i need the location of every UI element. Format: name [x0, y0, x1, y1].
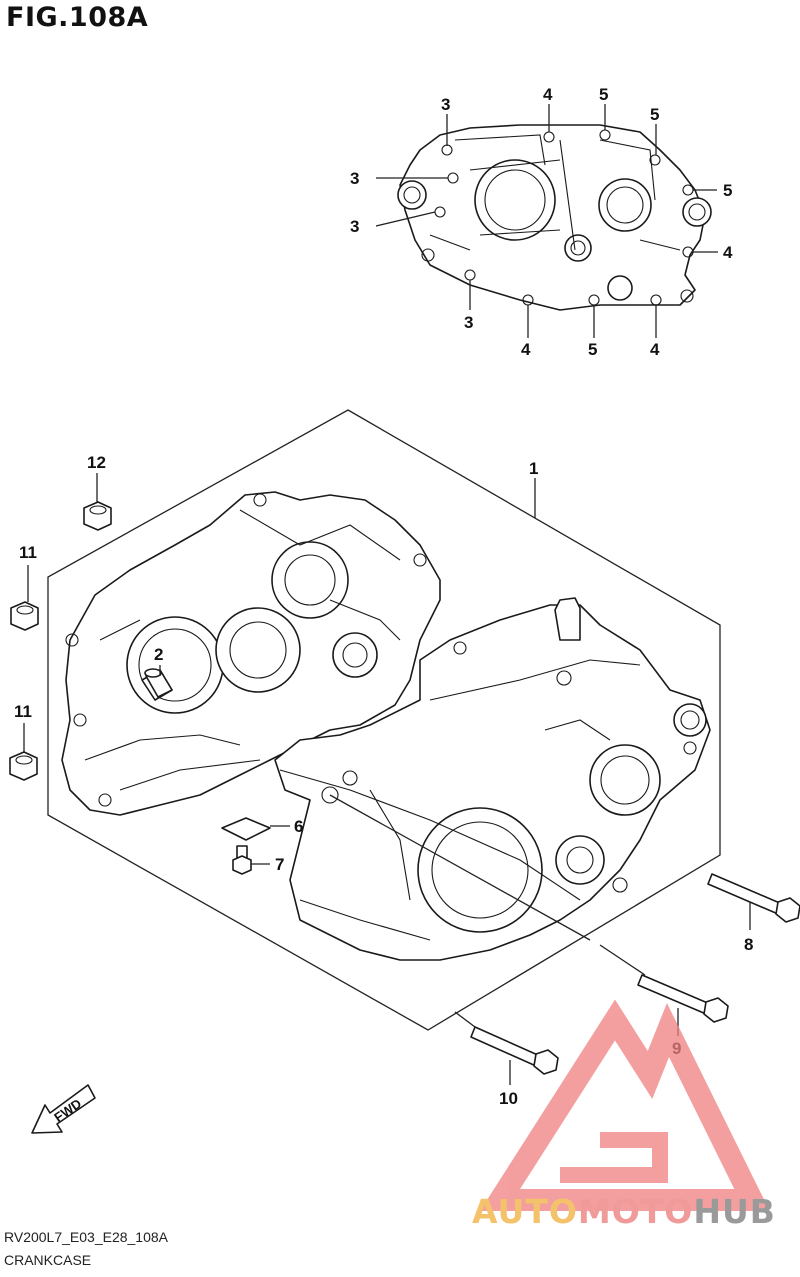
callout-5: 5 [723, 181, 732, 200]
callout-11: 11 [19, 543, 37, 562]
callout-10: 10 [499, 1089, 518, 1108]
right-crankcase-half [274, 597, 711, 961]
bolt-7 [232, 845, 252, 875]
nut-12 [83, 501, 112, 531]
figure-title: FIG.108A [6, 2, 149, 33]
left-crankcase-half [61, 491, 441, 816]
watermark-moto: MOTO [577, 1192, 694, 1231]
bolt-9 [637, 974, 729, 1023]
callout-7: 7 [275, 855, 284, 874]
callout-1: 1 [529, 459, 538, 478]
callout-5: 5 [650, 105, 659, 124]
plate-6 [221, 817, 271, 841]
main-leader-lines [23, 473, 751, 1085]
nut-11-lower [9, 751, 38, 781]
nut-11-upper [10, 601, 39, 631]
callout-6: 6 [294, 817, 303, 836]
automotohub-logo-icon [479, 999, 770, 1211]
detail-leader-lines [375, 104, 718, 338]
callout-2: 2 [154, 645, 163, 664]
dowel-pin-2 [144, 668, 173, 698]
callout-3: 3 [350, 169, 359, 188]
callout-3: 3 [464, 313, 473, 332]
detail-callouts: 3 4 5 5 3 5 3 4 3 4 5 4 [350, 85, 733, 359]
bolt-10 [470, 1026, 559, 1075]
callout-8: 8 [744, 935, 753, 954]
callout-5: 5 [588, 340, 597, 359]
callout-4: 4 [723, 243, 733, 262]
callout-11: 11 [14, 702, 32, 721]
fwd-arrow-icon: FWD [31, 1084, 96, 1134]
crankcase-detail-view [397, 124, 712, 311]
main-callouts: 1 12 11 11 2 6 7 8 9 10 [14, 453, 753, 1108]
watermark-text: AUTOMOTOHUB [472, 1192, 776, 1231]
watermark-auto: AUTO [472, 1192, 578, 1231]
figure-caption: CRANKCASE [4, 1252, 92, 1268]
bolt-8 [707, 873, 800, 923]
callout-3: 3 [350, 217, 359, 236]
callout-5: 5 [599, 85, 608, 104]
callout-3: 3 [441, 95, 450, 114]
assembly-bounding-frame [47, 409, 721, 1031]
callout-4: 4 [521, 340, 531, 359]
callout-4: 4 [650, 340, 660, 359]
figure-code: RV200L7_E03_E28_108A [4, 1229, 169, 1245]
watermark-hub: HUB [693, 1192, 776, 1231]
callout-12: 12 [87, 453, 106, 472]
callout-4: 4 [543, 85, 553, 104]
